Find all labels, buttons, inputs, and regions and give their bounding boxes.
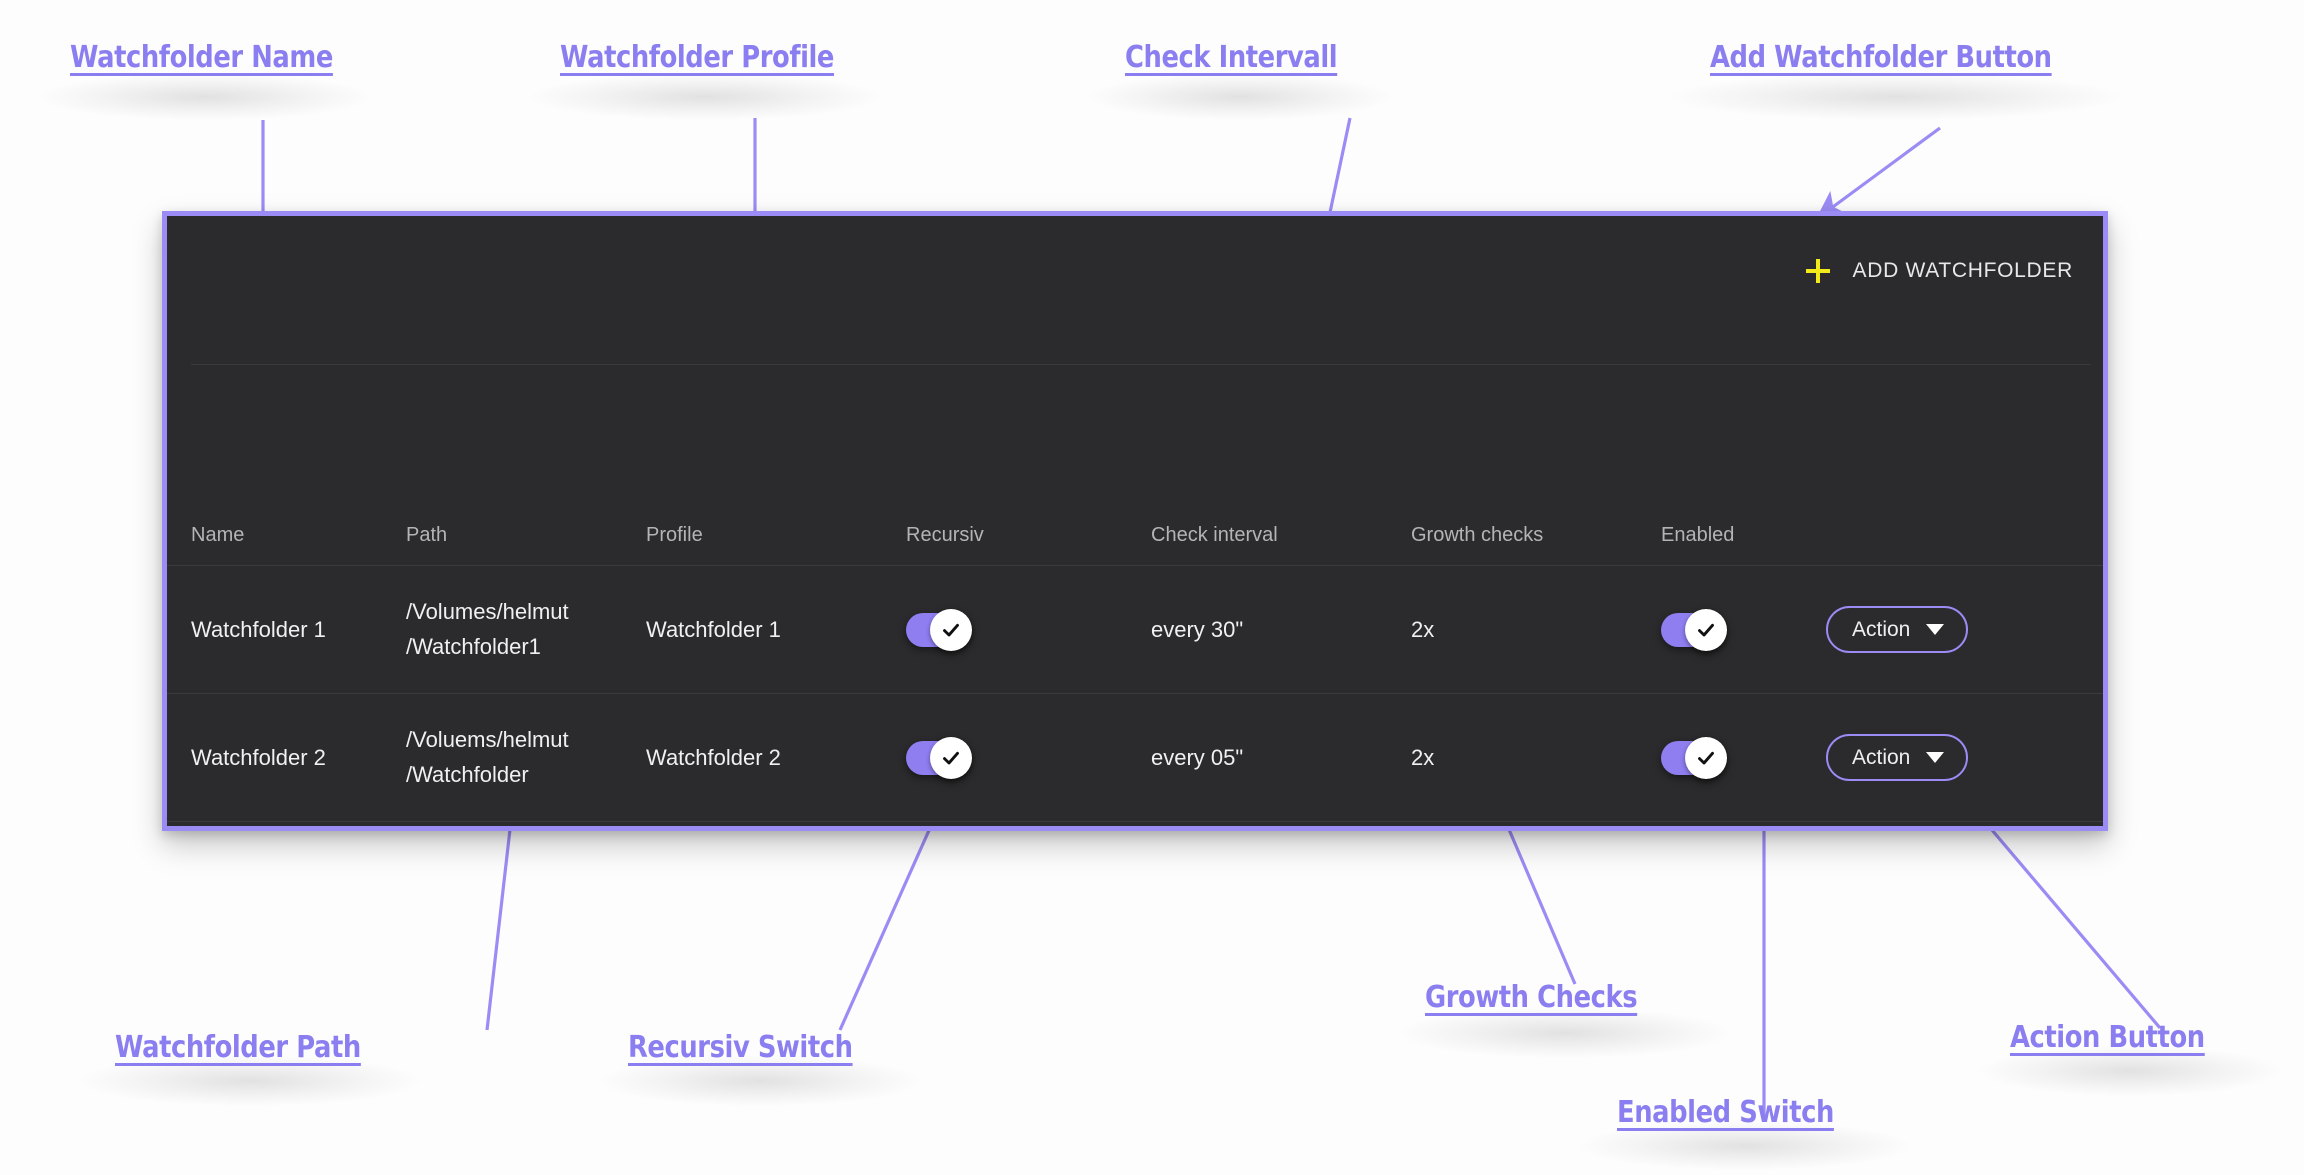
column-header-profile: Profile [646,524,703,546]
recursiv-switch[interactable] [906,608,972,651]
action-button-label: Action [1852,746,1911,769]
cell-path-line2: /Watchfolder [406,761,529,787]
action-button[interactable]: Action [1826,734,1969,781]
toggle-knob [1685,608,1727,651]
cell-name: Watchfolder 2 [191,744,326,770]
cell-recursiv [906,608,1151,651]
column-header-enabled: Enabled [1661,524,1735,546]
annotation-label-action-button: Action Button [2010,1020,2205,1055]
table-header-row: Name Path Profile Recursiv Check interva… [167,376,2103,566]
action-button[interactable]: Action [1826,606,1969,653]
annotation-label-add-watchfolder-button: Add Watchfolder Button [1710,40,2052,75]
toggle-knob [930,736,972,779]
watchfolder-table: Name Path Profile Recursiv Check interva… [167,376,2103,822]
cell-check-interval: every 30" [1151,616,1244,642]
add-watchfolder-button[interactable]: ADD WATCHFOLDER [1797,252,2082,290]
cell-path: /Volumes/helmut /Watchfolder1 [406,595,646,664]
cell-path-line1: /Volumes/helmut [406,599,569,625]
cell-path: /Voluems/helmut /Watchfolder [406,723,646,792]
enabled-switch[interactable] [1661,736,1727,779]
column-header-check-interval: Check interval [1151,524,1278,546]
cell-growth-checks: 2x [1411,616,1435,642]
annotation-shadow [1090,74,1390,120]
cell-check-interval: every 05" [1151,744,1244,770]
column-header-growth-checks: Growth checks [1411,524,1544,546]
toolbar-divider [191,364,2091,365]
annotation-shadow [1670,74,2120,120]
caret-down-icon [1926,752,1945,763]
annotation-shadow [530,74,880,120]
cell-recursiv [906,736,1151,779]
column-header-path: Path [406,524,448,546]
toggle-knob [1685,736,1727,779]
annotation-label-check-intervall: Check Intervall [1125,40,1338,75]
cell-growth-checks: 2x [1411,744,1435,770]
cell-action: Action [1826,606,2026,653]
cell-path-line1: /Voluems/helmut [406,727,569,753]
caret-down-icon [1926,624,1945,635]
cell-profile: Watchfolder 1 [646,616,781,642]
enabled-switch[interactable] [1661,608,1727,651]
cell-name: Watchfolder 1 [191,616,326,642]
cell-enabled [1661,608,1826,651]
cell-action: Action [1826,734,2026,781]
add-watchfolder-label: ADD WATCHFOLDER [1852,259,2073,282]
cell-profile: Watchfolder 2 [646,744,781,770]
column-header-recursiv: Recursiv [906,524,984,546]
recursiv-switch[interactable] [906,736,972,779]
cell-path-line2: /Watchfolder1 [406,633,541,659]
annotation-label-watchfolder-path: Watchfolder Path [115,1030,361,1065]
cell-enabled [1661,736,1826,779]
annotation-label-growth-checks: Growth Checks [1425,980,1638,1015]
table-row: Watchfolder 1 /Volumes/helmut /Watchfold… [167,566,2103,694]
plus-icon [1805,258,1831,284]
annotation-label-watchfolder-profile: Watchfolder Profile [560,40,835,75]
toggle-knob [930,608,972,651]
column-header-name: Name [191,524,245,546]
watchfolder-panel: ADD WATCHFOLDER Name Path Profile Recurs… [162,211,2108,831]
annotation-shadow [40,74,370,120]
action-button-label: Action [1852,618,1911,641]
annotation-label-enabled-switch: Enabled Switch [1617,1095,1834,1130]
panel-toolbar: ADD WATCHFOLDER [167,216,2103,365]
annotation-label-watchfolder-name: Watchfolder Name [70,40,333,75]
table-row: Watchfolder 2 /Voluems/helmut /Watchfold… [167,694,2103,822]
annotation-label-recursiv-switch: Recursiv Switch [628,1030,853,1065]
annotation-shadow [1400,1008,1730,1058]
